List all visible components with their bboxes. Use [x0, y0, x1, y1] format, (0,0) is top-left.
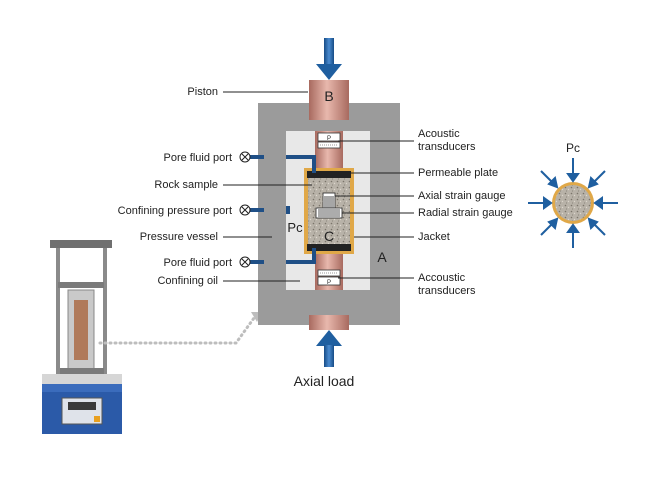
cross-section: Pc [528, 141, 618, 248]
triaxial-test-machine [42, 240, 122, 434]
label-jacket: Jacket [418, 231, 450, 243]
pore-fluid-line-top [246, 155, 316, 173]
acoustic-transducer-bottom: P [317, 269, 341, 286]
axial-load-arrow-bottom [316, 330, 342, 367]
right-labels: Acoustic transducers Permeable plate Axi… [335, 128, 513, 297]
label-acoustic-top-1: Acoustic [418, 128, 460, 140]
label-a: A [377, 249, 387, 265]
axial-load-label: Axial load [294, 373, 355, 389]
label-confining-pressure-port: Confining pressure port [118, 205, 232, 217]
valve-icon-middle [239, 204, 251, 216]
permeable-plate-bottom [307, 244, 351, 251]
confining-pressure-line [246, 206, 290, 214]
label-acoustic-bottom-2: transducers [418, 285, 476, 297]
radial-strain-gauge [315, 207, 343, 219]
label-c: C [324, 228, 334, 244]
label-pore-fluid-port-bottom: Pore fluid port [164, 257, 232, 269]
valve-icon-bottom [239, 256, 251, 268]
label-permeable-plate: Permeable plate [418, 167, 498, 179]
left-labels: Piston Pore fluid port Rock sample Confi… [118, 86, 312, 287]
label-pc-cross-section: Pc [566, 141, 580, 155]
acoustic-transducer-top: P [317, 132, 341, 149]
label-acoustic-top-2: transducers [418, 141, 476, 153]
label-acoustic-bottom-1: Accoustic [418, 272, 466, 284]
label-axial-strain-gauge: Axial strain gauge [418, 190, 505, 202]
label-pore-fluid-port-top: Pore fluid port [164, 152, 232, 164]
label-piston: Piston [187, 86, 218, 98]
label-pressure-vessel: Pressure vessel [140, 231, 218, 243]
label-b: B [324, 88, 333, 104]
axial-load-arrow-top [316, 38, 342, 80]
valve-icon-top [239, 151, 251, 163]
label-radial-strain-gauge: Radial strain gauge [418, 207, 513, 219]
piston-bottom [309, 315, 349, 330]
label-rock-sample: Rock sample [154, 179, 218, 191]
label-confining-oil: Confining oil [157, 275, 218, 287]
transducer-mark-bottom: P [327, 280, 331, 286]
pore-fluid-line-bottom [246, 248, 316, 264]
transducer-mark-top: P [327, 136, 331, 142]
permeable-plate-top [307, 171, 351, 178]
pressure-arrow-icons [528, 158, 618, 248]
dotted-connector [98, 316, 256, 345]
piston-top [309, 80, 349, 120]
label-pc-vessel: Pc [287, 220, 303, 235]
